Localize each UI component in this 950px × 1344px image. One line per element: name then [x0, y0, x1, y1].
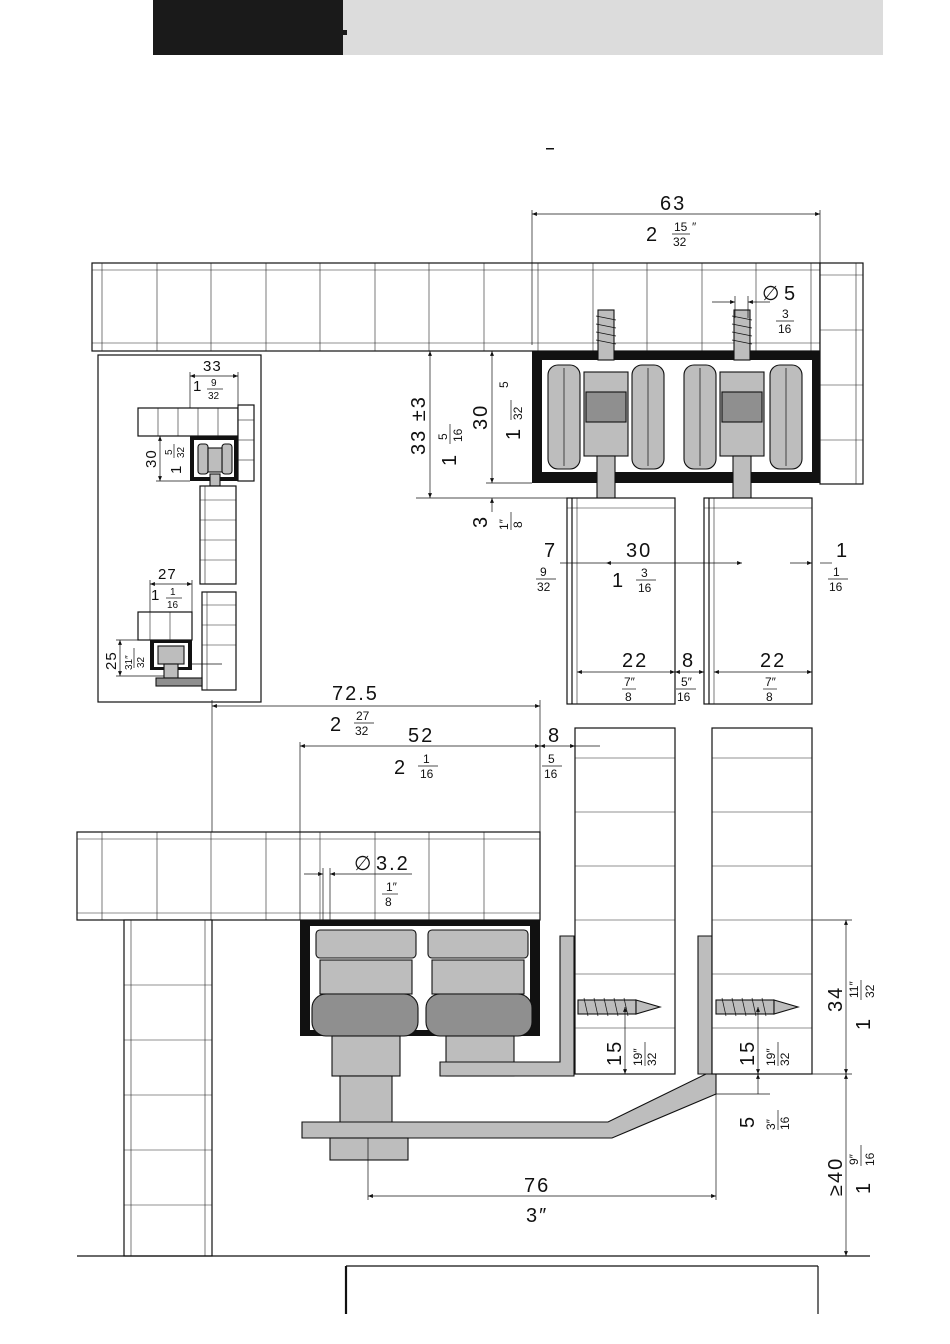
- dim-8b: 8: [548, 725, 561, 747]
- inset-dim-33-den: 32: [208, 391, 220, 402]
- dim-52-in: 2: [394, 757, 407, 779]
- dim-33-num: 5: [436, 433, 450, 440]
- dim-72-5-in: 2: [330, 714, 343, 736]
- header-dark-block: [153, 0, 343, 55]
- dim-40: ≥40: [825, 1157, 847, 1196]
- dim-8a-num: 5″: [681, 675, 693, 689]
- header-marker: [333, 30, 347, 35]
- dim-3-num: 1″: [497, 518, 511, 530]
- inset-dim-33-in: 1: [193, 378, 202, 395]
- dim-7: 7: [544, 540, 557, 562]
- dim-15a: 15: [604, 1040, 626, 1066]
- dim-76-in: 3″: [526, 1205, 548, 1227]
- header-light-band: [343, 0, 883, 55]
- inset-dim-27-den: 16: [167, 600, 179, 611]
- dim-22b: 22: [760, 650, 786, 672]
- dim-52-num: 1: [423, 752, 430, 766]
- inset-dim-30-den: 32: [176, 446, 187, 458]
- inset-dim-25-num: 31″: [124, 655, 135, 670]
- dim-34: 34: [825, 986, 847, 1012]
- dim-7-num: 9: [540, 565, 547, 579]
- dim-72-5-num: 27: [356, 709, 370, 723]
- dim-22b-den: 8: [766, 690, 773, 704]
- dim-63-in: 2: [646, 224, 659, 246]
- dim-3-den: 8: [511, 521, 525, 528]
- dim-40-den: 16: [863, 1152, 877, 1166]
- dim-8b-num: 5: [548, 752, 555, 766]
- dim-3-2-den: 8: [385, 895, 392, 909]
- footer-frame: [346, 1266, 818, 1314]
- dim-22a-num: 7″: [624, 675, 636, 689]
- dim-5b-num: 3″: [764, 1118, 778, 1130]
- dim-63-mark: ″: [692, 220, 697, 234]
- dim-3-2-sym: ∅: [354, 853, 373, 875]
- dim-72-5-den: 32: [355, 724, 369, 738]
- inset-dim-30: 30: [143, 449, 160, 468]
- dim-34-den: 32: [863, 984, 877, 998]
- dim-76: 76: [524, 1175, 550, 1197]
- inset-panel: 33 1 9 32 30 1 5 32 27 1 1 16 25 31″ 32: [98, 355, 261, 702]
- dim-7-den: 32: [537, 580, 551, 594]
- header-dash: [546, 148, 554, 150]
- dim-5-den: 16: [778, 322, 792, 336]
- dim-30v-num: 5: [497, 381, 511, 388]
- dim-52: 52: [408, 725, 434, 747]
- dim-8a: 8: [682, 650, 695, 672]
- dim-5: 5: [784, 283, 797, 305]
- dim-3-2-num: 1″: [386, 880, 398, 894]
- dim-63-num: 15: [674, 220, 688, 234]
- dim-30v: 30: [470, 404, 492, 430]
- dim-34-in: 1: [853, 1017, 875, 1030]
- dim-30h: 30: [626, 540, 652, 562]
- dim-30h-den: 16: [638, 581, 652, 595]
- dim-30h-in: 1: [612, 570, 625, 592]
- dim-63-den: 32: [673, 235, 687, 249]
- dim-52-den: 16: [420, 767, 434, 781]
- dim-5b: 5: [737, 1115, 759, 1128]
- dim-22a-den: 8: [625, 690, 632, 704]
- dim-15b: 15: [737, 1040, 759, 1066]
- dim-3-2: 3.2: [376, 853, 410, 875]
- dim-40-num: 9″: [847, 1153, 861, 1165]
- dim-30v-den: 32: [511, 406, 525, 420]
- dim-33-in: 1: [439, 453, 461, 466]
- dim-15b-den: 32: [778, 1052, 792, 1066]
- inset-dim-33-num: 9: [211, 378, 217, 389]
- dim-8a-den: 16: [677, 690, 691, 704]
- dim-22a: 22: [622, 650, 648, 672]
- inset-dim-27-in: 1: [151, 587, 160, 604]
- dim-72-5: 72.5: [332, 683, 379, 705]
- inset-dim-25: 25: [103, 651, 120, 670]
- dim-3: 3: [470, 515, 492, 528]
- dim-34-num: 11″: [847, 981, 861, 998]
- dim-1-den: 16: [829, 580, 843, 594]
- dim-8b-den: 16: [544, 767, 558, 781]
- inset-dim-30-in: 1: [168, 465, 185, 474]
- dim-33-den: 16: [451, 428, 465, 442]
- dim-33: 33 ±3: [408, 395, 430, 455]
- dim-5-num: 3: [782, 307, 789, 321]
- dim-15b-num: 19″: [764, 1048, 778, 1066]
- inset-dim-25-den: 32: [136, 656, 147, 668]
- bottom-view: 72.5 2 27 32 52 2 1 16 8 5 16 ∅ 3.2 1″ 8: [77, 683, 877, 1256]
- dim-40-in: 1: [853, 1181, 875, 1194]
- dim-30v-in: 1: [503, 427, 525, 440]
- inset-dim-27: 27: [158, 566, 177, 583]
- inset-dim-33: 33: [203, 358, 222, 375]
- dim-30h-num: 3: [641, 566, 648, 580]
- dim-5b-den: 16: [778, 1116, 792, 1130]
- dim-15a-num: 19″: [631, 1048, 645, 1066]
- inset-dim-27-num: 1: [170, 587, 176, 598]
- inset-dim-30-num: 5: [164, 449, 175, 455]
- dim-5-sym: ∅: [762, 283, 781, 305]
- dim-1: 1: [836, 540, 849, 562]
- dim-63: 63: [660, 193, 686, 215]
- dim-22b-num: 7″: [765, 675, 777, 689]
- dim-15a-den: 32: [645, 1052, 659, 1066]
- dim-1-num: 1: [833, 565, 840, 579]
